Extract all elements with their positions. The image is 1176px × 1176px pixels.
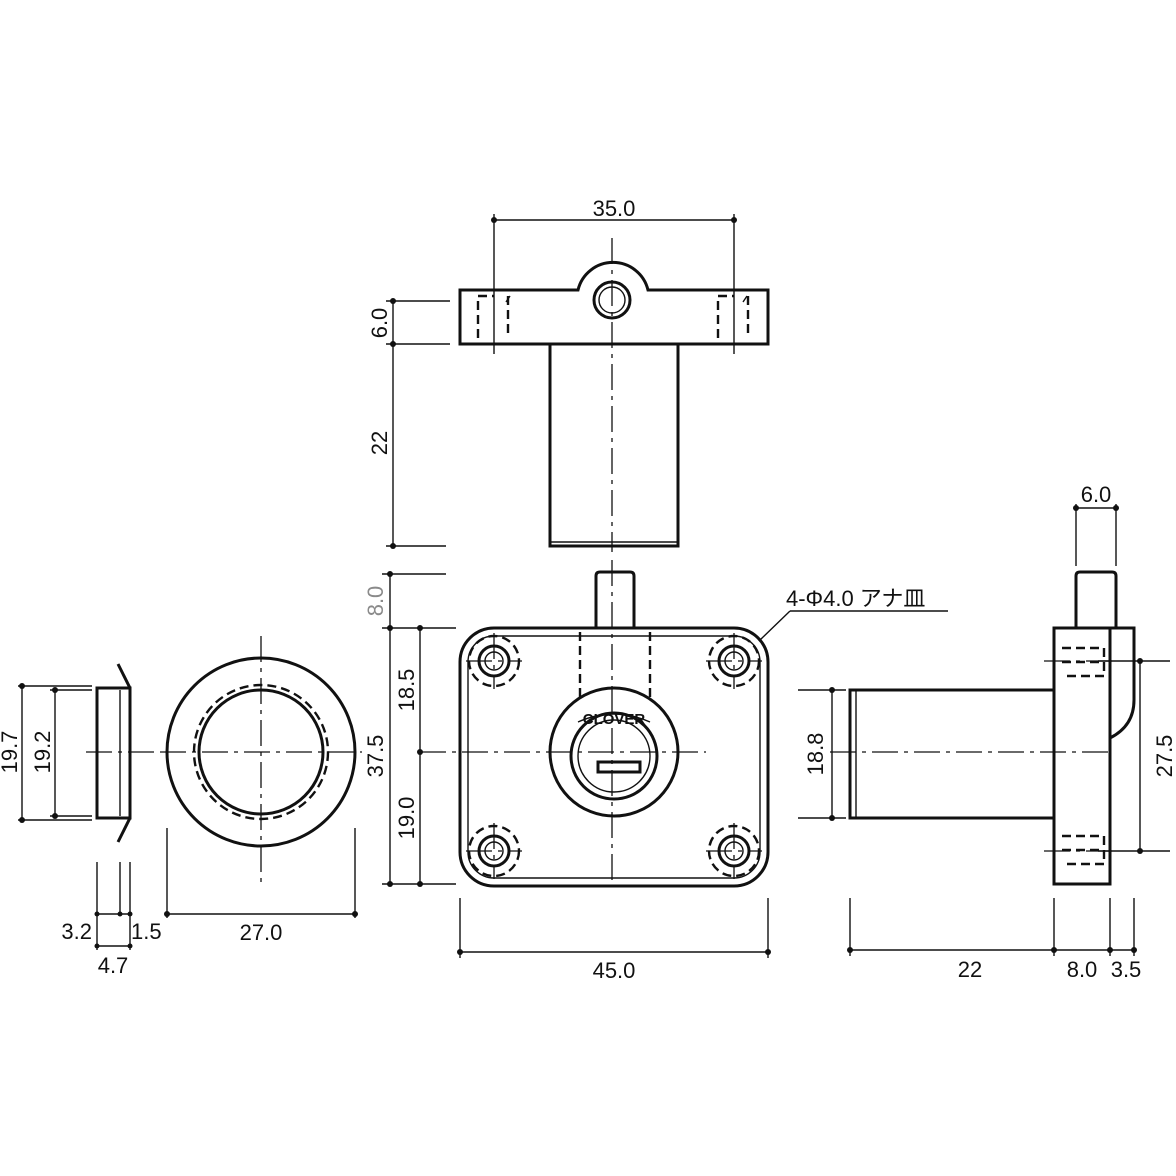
escutcheon-total-label: 4.7 <box>98 953 129 978</box>
ring-view: 27.0 <box>160 636 362 945</box>
side-view: 6.0 27.5 18.8 22 8.0 3.5 <box>798 482 1176 982</box>
escutcheon-view: 19.7 19.2 3.2 1.5 4.7 <box>0 663 162 978</box>
top-body-label: 22 <box>367 431 392 455</box>
side-bolt-label: 3.5 <box>1111 957 1142 982</box>
front-view: CLOVER 4-Φ4.0 アナ皿 8.0 37.5 18.5 19.0 <box>363 560 948 983</box>
escutcheon-inner-label: 19.2 <box>30 731 55 774</box>
lower-height-label: 19.0 <box>394 797 419 840</box>
cylinder-diameter-label: 18.8 <box>803 733 828 776</box>
top-view: 35.0 6.0 22 <box>367 196 770 552</box>
side-body-length-label: 22 <box>958 957 982 982</box>
side-hole-pitch-label: 27.5 <box>1152 735 1176 778</box>
top-flange-label: 6.0 <box>367 308 392 339</box>
ring-diameter-label: 27.0 <box>240 920 283 945</box>
escutcheon-t1-label: 3.2 <box>61 919 92 944</box>
hole-note: 4-Φ4.0 アナ皿 <box>786 586 925 611</box>
side-top-width-label: 6.0 <box>1081 482 1112 507</box>
plate-height-label: 37.5 <box>363 735 388 778</box>
escutcheon-t2-label: 1.5 <box>131 919 162 944</box>
escutcheon-outer-label: 19.7 <box>0 731 22 774</box>
upper-height-label: 18.5 <box>394 669 419 712</box>
top-width-label: 35.0 <box>593 196 636 221</box>
cylinder-brand: CLOVER <box>583 711 646 728</box>
side-flange-label: 8.0 <box>1067 957 1098 982</box>
bolt-height-label: 8.0 <box>363 586 388 617</box>
plate-width-label: 45.0 <box>593 958 636 983</box>
